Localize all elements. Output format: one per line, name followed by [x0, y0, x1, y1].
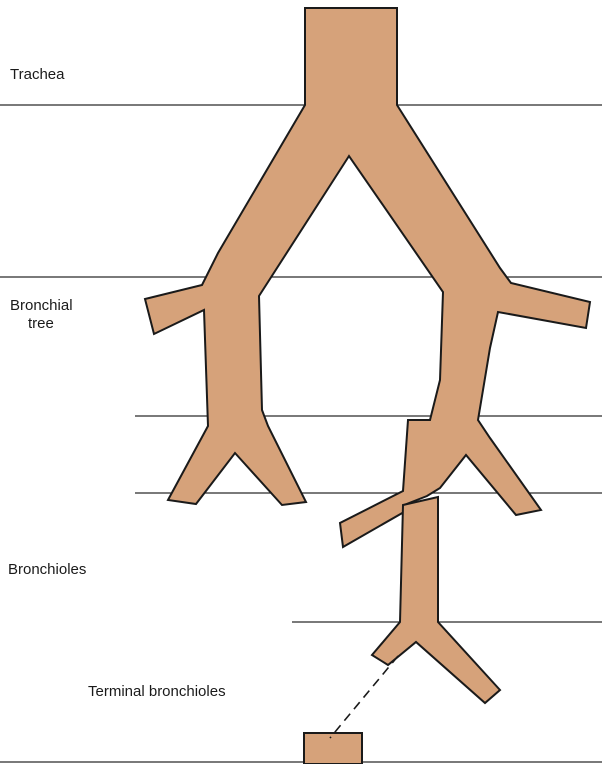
label-bronchial-line2: tree	[10, 315, 73, 333]
label-bronchial-line1: Bronchial	[10, 297, 73, 315]
label-bronchioles: Bronchioles	[8, 561, 86, 579]
label-terminal-bronchioles: Terminal bronchioles	[88, 683, 226, 701]
bronchiole-shape	[372, 497, 500, 703]
terminal-pointer-dashed-line	[330, 656, 398, 738]
terminal-bronchiole-stub	[304, 733, 362, 764]
label-bronchial-tree: Bronchial tree	[10, 297, 73, 333]
label-trachea: Trachea	[10, 66, 64, 84]
